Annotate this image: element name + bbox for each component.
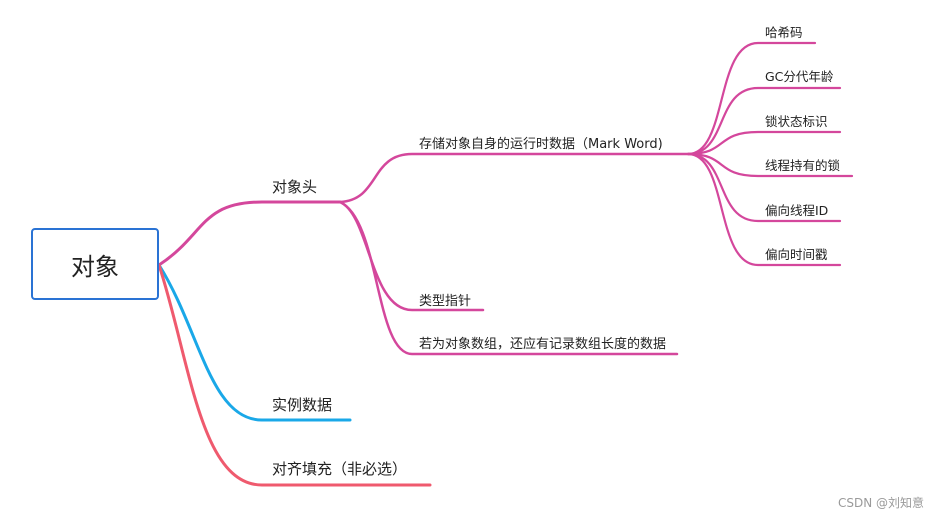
watermark: CSDN @刘知意	[837, 496, 924, 510]
node-bias-timestamp[interactable]: 偏向时间戳	[765, 247, 828, 262]
connector-instance-data	[157, 263, 352, 422]
node-mark-word[interactable]: 存储对象自身的运行时数据（Mark Word)	[419, 137, 663, 152]
root-node[interactable]: 对象	[31, 228, 159, 300]
node-alignment-padding[interactable]: 对齐填充（非必选）	[272, 460, 408, 478]
connector-mark-word	[338, 152, 690, 204]
connector-bias-thread-id	[686, 152, 842, 223]
node-type-pointer[interactable]: 类型指针	[419, 294, 472, 309]
connector-bias-timestamp	[686, 152, 842, 267]
root-label: 对象	[71, 252, 119, 281]
connector-gc-age	[686, 86, 842, 156]
connector-array-length	[338, 200, 679, 356]
node-hashcode[interactable]: 哈希码	[765, 25, 803, 40]
node-bias-thread-id[interactable]: 偏向线程ID	[765, 203, 829, 218]
connector-lock-flag	[686, 130, 842, 156]
node-gc-age[interactable]: GC分代年龄	[765, 69, 834, 84]
node-object-header[interactable]: 对象头	[272, 178, 318, 196]
node-lock-flag[interactable]: 锁状态标识	[765, 114, 828, 129]
node-instance-data[interactable]: 实例数据	[272, 396, 333, 414]
connector-alignment-padding	[157, 263, 432, 487]
connector-object-header	[157, 200, 342, 267]
node-array-length[interactable]: 若为对象数组，还应有记录数组长度的数据	[419, 337, 667, 352]
connector-hashcode	[686, 41, 817, 156]
connector-thread-lock	[686, 152, 854, 178]
node-thread-lock[interactable]: 线程持有的锁	[765, 158, 841, 173]
